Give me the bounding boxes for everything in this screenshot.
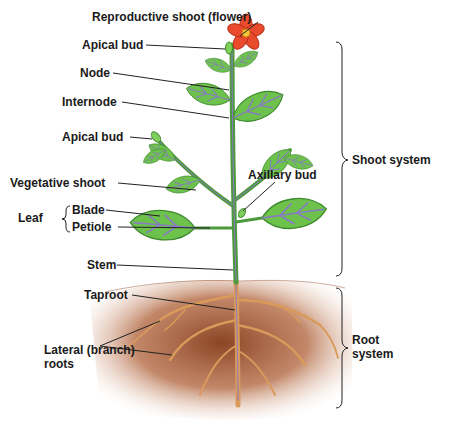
part-label: Reproductive shoot (flower)	[92, 10, 251, 24]
leaf-shape	[164, 172, 202, 196]
stem-vein	[232, 50, 236, 280]
leader-line	[117, 265, 233, 270]
leader-line	[146, 45, 225, 49]
leader-line	[132, 295, 235, 310]
stem-shape	[232, 45, 236, 282]
soil-surface	[105, 280, 345, 292]
leaf-shape	[141, 145, 168, 167]
apical-bud-shape	[226, 42, 233, 54]
lateral-root	[237, 325, 305, 365]
part-label: Stem	[87, 258, 116, 272]
leader-line	[122, 102, 229, 118]
root-vein	[236, 285, 238, 400]
lateral-root	[165, 310, 185, 330]
lateral-root	[280, 305, 300, 322]
part-label: Lateral (branch) roots	[44, 343, 144, 371]
part-label: Petiole	[72, 220, 111, 234]
leaf-shape	[228, 84, 288, 130]
roots	[128, 282, 338, 405]
lateral-root	[320, 325, 338, 358]
leader-line	[100, 321, 160, 346]
leader-line	[106, 210, 160, 216]
system-bracket	[336, 288, 348, 408]
leader-line	[130, 137, 152, 139]
leaf-shape	[231, 47, 261, 71]
buds	[149, 42, 247, 219]
lateral-root	[236, 300, 320, 325]
lateral-root	[170, 320, 237, 360]
part-label: Node	[80, 66, 110, 80]
leaf-brace	[62, 206, 70, 232]
leaf-shape	[184, 79, 233, 110]
part-label: Blade	[72, 203, 105, 217]
leaves	[129, 47, 328, 243]
part-label: Internode	[62, 95, 117, 109]
apical-bud-shape	[149, 130, 162, 144]
system-bracket	[336, 42, 348, 276]
lateral-root	[200, 345, 237, 395]
leaf-shape	[203, 55, 233, 76]
leaf-shape	[129, 208, 196, 243]
system-label: Shoot system	[352, 153, 431, 167]
system-label: Root system	[352, 333, 402, 361]
leader-line	[243, 182, 275, 211]
petiole-shape	[236, 218, 262, 222]
part-label: Vegetative shoot	[10, 176, 105, 190]
part-label: Apical bud	[62, 130, 123, 144]
part-label: Axillary bud	[248, 168, 317, 182]
lateral-root	[237, 350, 275, 395]
leader-line	[113, 73, 229, 90]
part-label: Apical bud	[82, 38, 143, 52]
lateral-root	[160, 295, 236, 320]
leaf-shape	[260, 194, 328, 232]
part-label: Taproot	[84, 288, 128, 302]
leader-line	[118, 227, 210, 228]
leader-line	[240, 22, 258, 36]
leader-line	[118, 183, 196, 190]
part-label: Leaf	[18, 211, 43, 225]
